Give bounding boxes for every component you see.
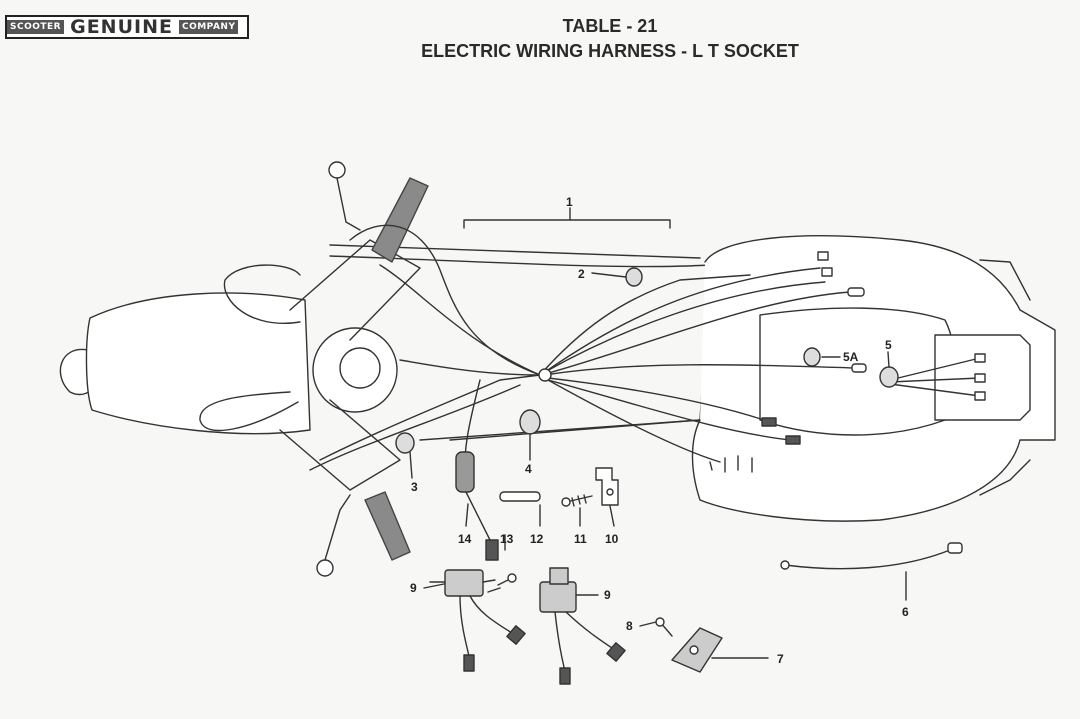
callout-4: 4 (525, 462, 532, 476)
lever-bottom (324, 494, 351, 561)
callout-12: 12 (530, 532, 544, 546)
screw-11 (565, 494, 593, 507)
wire-to-5a (544, 364, 856, 376)
wire-handlebar-loop-1 (223, 264, 301, 324)
table-number: TABLE - 21 (562, 16, 658, 36)
callout-1: 1 (566, 195, 573, 209)
wire-upper-2 (544, 281, 826, 373)
callout-5: 5 (885, 338, 892, 352)
connector-tail-3 (974, 391, 986, 401)
relay-9-left (444, 569, 484, 597)
bullet-connectors-low (709, 455, 753, 473)
scooter-genuine-company-logo: SCOOTER GENUINE COMPANY (5, 15, 249, 39)
callout-6: 6 (902, 605, 909, 619)
relay-9-right-wires (554, 611, 616, 676)
wire-bundle-3 (399, 359, 541, 376)
connector-upper-2 (821, 267, 833, 277)
clip-10 (595, 467, 619, 506)
wire-bundle-4 (319, 374, 541, 461)
callout-13: 13 (500, 532, 514, 546)
wire-to-2-top (539, 274, 751, 376)
connector-5a (851, 363, 867, 373)
wire-low-fan (547, 379, 721, 463)
fuse-holder (455, 451, 475, 493)
callout-3: 3 (411, 480, 418, 494)
front-fairing (85, 292, 311, 435)
connector-tail-2 (974, 373, 986, 383)
wire-mid-2 (547, 379, 791, 441)
logo-right-text: COMPANY (178, 20, 239, 34)
rear-fender-bottom (979, 459, 1031, 496)
wire-upper-3 (544, 291, 851, 375)
callout-2: 2 (578, 267, 585, 281)
wire-bundle-5 (309, 384, 521, 471)
grommet-2 (625, 267, 643, 287)
logo-middle-text: GENUINE (70, 16, 173, 38)
callout-8: 8 (626, 619, 633, 633)
lever-knob-bottom (316, 559, 334, 577)
connector-mid-1 (761, 417, 777, 427)
bracket-1 (463, 219, 671, 229)
relay-9-left-wires (459, 595, 516, 661)
wire-bundle-2 (379, 264, 541, 376)
headset-hub (339, 347, 381, 389)
callout-10: 10 (605, 532, 619, 546)
fuse-connector (485, 539, 499, 561)
grommet-4 (519, 409, 541, 435)
grommet-5a (803, 347, 821, 367)
diagram-title: ELECTRIC WIRING HARNESS - L T SOCKET (421, 41, 799, 61)
wire-handlebar-loop-2 (199, 391, 299, 432)
callout-14: 14 (458, 532, 472, 546)
callout-9-right: 9 (604, 588, 611, 602)
callout-11: 11 (574, 532, 587, 546)
grommet-5 (879, 366, 899, 388)
fuse-12 (499, 491, 541, 502)
callout-7: 7 (777, 652, 784, 666)
handlebar-left-grip (364, 491, 411, 561)
callout-9-left: 9 (410, 581, 417, 595)
wire-tail-1 (889, 357, 981, 397)
logo-left-text: SCOOTER (7, 20, 65, 34)
lever-knob-top (328, 161, 346, 179)
connector-upper-1 (817, 251, 829, 261)
grommet-3 (395, 432, 415, 454)
handlebar-right-grip (371, 177, 429, 263)
lead-wire-6 (784, 549, 951, 570)
harness-junction (538, 368, 552, 382)
wire-mid-1 (547, 377, 771, 423)
rear-cowl (691, 235, 1056, 522)
lever-top (336, 177, 361, 231)
connector-tail-1 (974, 353, 986, 363)
callout-5a: 5A (843, 350, 859, 364)
relay-9-right (539, 581, 577, 613)
connector-upper-3 (847, 287, 865, 297)
rear-fender-top (979, 259, 1031, 301)
wire-upper-1 (544, 267, 821, 373)
connector-mid-2 (785, 435, 801, 445)
